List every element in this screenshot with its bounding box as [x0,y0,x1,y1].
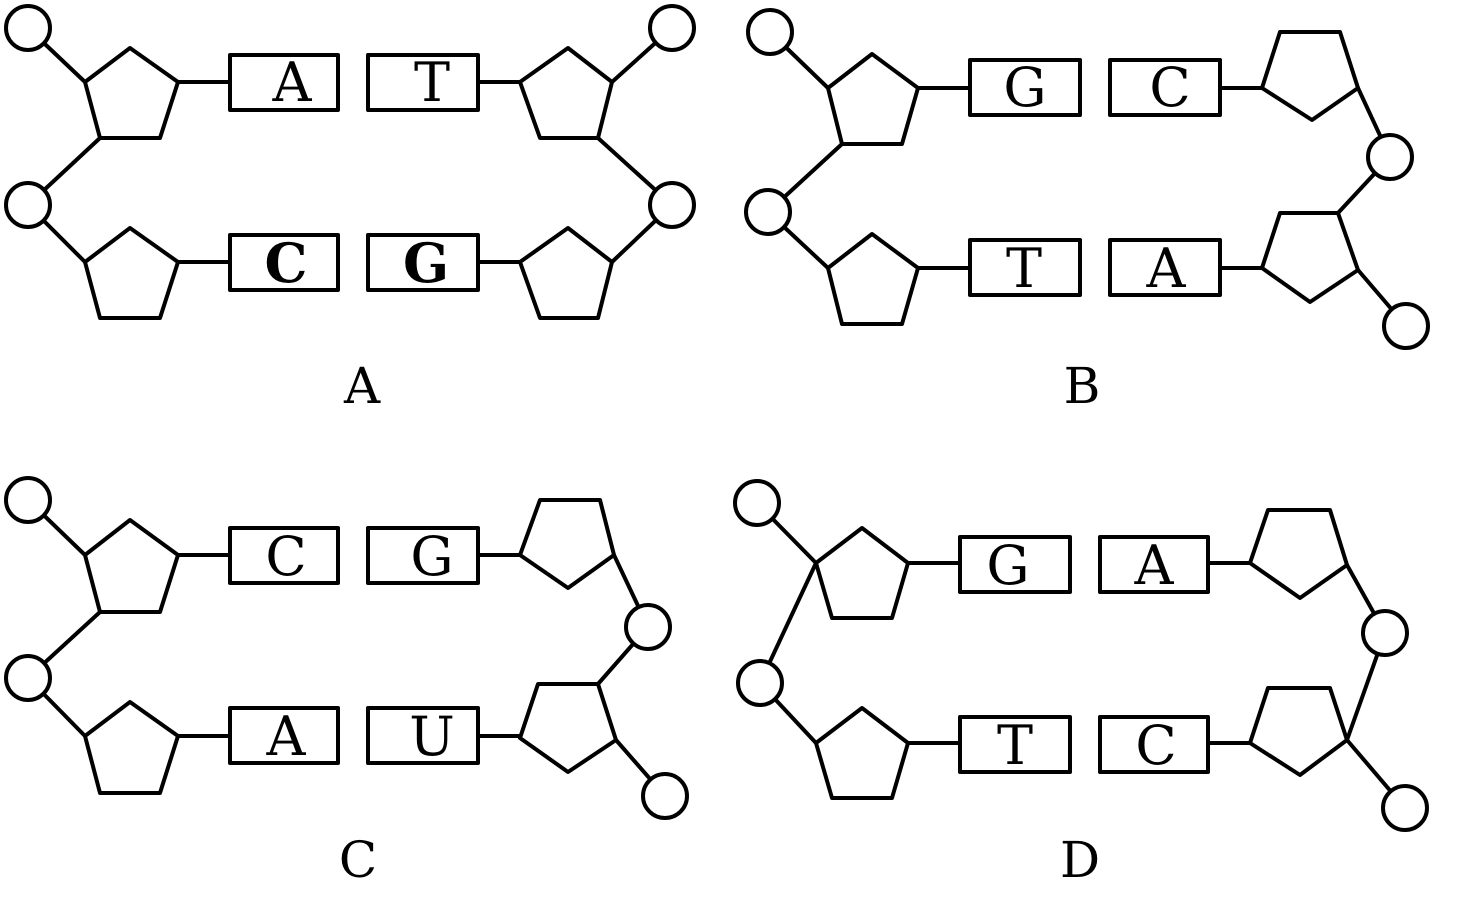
deoxyribose-sugar [83,700,180,795]
base-letter: T [1006,237,1042,300]
deoxyribose-sugar [83,518,180,614]
base-box: A [228,705,340,768]
panel-b: G C T A B [744,8,1430,415]
deoxyribose-sugar [1260,211,1360,304]
deoxyribose-sugar [1260,30,1360,122]
base-box: G [968,56,1082,119]
panel-a: A T C G A [4,4,696,415]
base-letter: A [266,705,307,768]
deoxyribose-sugar [518,226,614,320]
base-letter: G [986,534,1029,597]
base-box: A [1108,237,1222,300]
base-letter: C [1149,56,1190,119]
base-box: C [1108,56,1222,119]
phosphate-group [1366,133,1414,181]
deoxyribose-sugar [814,706,910,800]
panel-label: D [1060,831,1100,889]
base-letter: C [265,231,308,295]
panel-label: A [343,357,381,415]
phosphate-group [648,4,696,52]
phosphate-group [4,181,52,229]
phosphate-group [641,772,689,820]
base-box: T [366,51,480,114]
deoxyribose-sugar [814,526,910,620]
panel-c: C G A U C [4,476,689,889]
panel-d: G A T C D [733,479,1429,889]
base-box: U [366,705,480,768]
phosphate-group [1361,609,1409,657]
base-box: A [228,51,340,114]
deoxyribose-sugar [83,226,180,320]
phosphate-group [736,659,784,707]
phosphate-group [624,603,672,651]
base-letter: T [997,714,1033,777]
deoxyribose-sugar [518,46,614,140]
deoxyribose-sugar [518,498,616,590]
phosphate-group [1382,302,1430,350]
base-letter: A [1146,237,1187,300]
phosphate-group [744,188,792,236]
base-letter: A [1134,534,1175,597]
deoxyribose-sugar [1248,686,1349,777]
base-letter: G [1003,56,1046,119]
base-box: A [1098,534,1210,597]
base-box: G [366,231,480,295]
base-box: T [968,237,1082,300]
deoxyribose-sugar [83,46,180,140]
phosphate-group [4,4,52,52]
phosphate-group [4,654,52,702]
base-box: C [1098,714,1210,777]
phosphate-group [648,181,696,229]
base-box: T [958,714,1072,777]
base-box: G [958,534,1072,597]
deoxyribose-sugar [518,682,618,774]
base-letter: C [1135,714,1176,777]
panel-label: B [1064,357,1101,415]
phosphate-group [4,476,52,524]
base-letter: G [403,231,449,295]
base-letter: C [265,525,306,588]
base-box: C [228,231,340,295]
base-letter: G [410,525,453,588]
base-box: G [366,525,480,588]
deoxyribose-sugar [826,232,920,326]
phosphate-group [746,8,794,56]
panel-label: C [339,831,377,889]
base-letter: T [414,51,450,114]
base-letter: A [272,51,313,114]
base-box: C [228,525,340,588]
phosphate-group [733,479,781,527]
deoxyribose-sugar [1248,508,1349,600]
phosphate-group [1381,784,1429,832]
deoxyribose-sugar [826,52,920,146]
base-letter: U [409,705,455,768]
